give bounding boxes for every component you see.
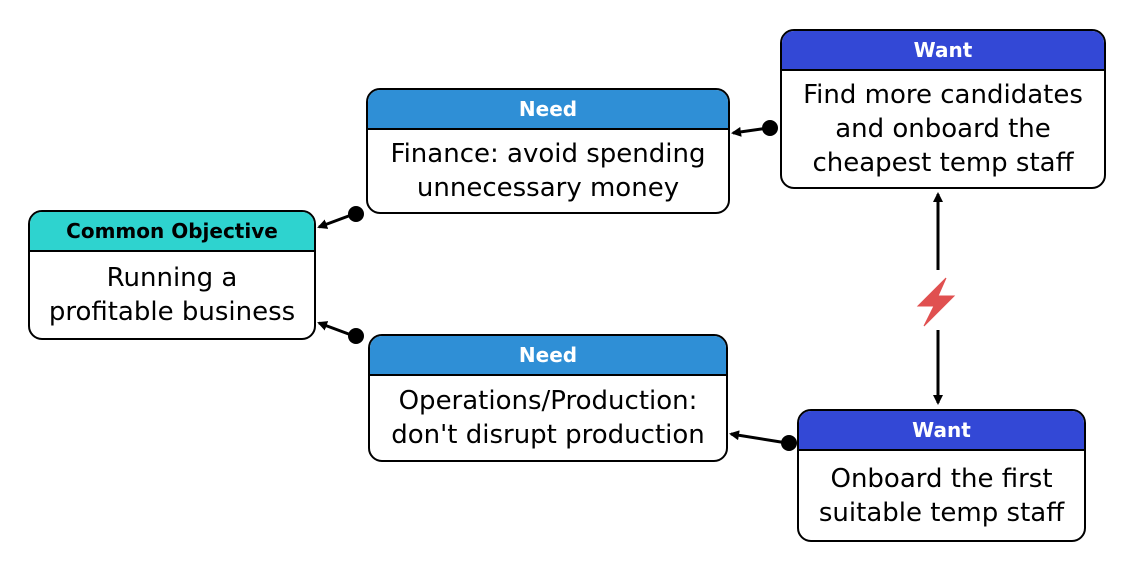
want-cheapest-staff-text: Find more candidates and onboard the che… [803, 80, 1083, 178]
common-objective-text: Running a profitable business [48, 263, 296, 327]
need-header: Need [368, 90, 728, 130]
want-header: Want [782, 31, 1104, 71]
need-operations-box: Need Operations/Production: don't disrup… [368, 334, 728, 462]
want-first-suitable-box: Want Onboard the first suitable temp sta… [797, 409, 1086, 542]
arrow-tail-dot [762, 120, 778, 136]
arrow-finance-to-common [317, 212, 355, 229]
arrow-tail-dot [348, 328, 364, 344]
want-cheapest-staff-box: Want Find more candidates and onboard th… [780, 29, 1106, 189]
arrow-want-bottom-to-ops [729, 430, 788, 445]
arrow-ops-to-common [317, 321, 355, 338]
want-header: Want [799, 411, 1084, 451]
lightning-bolt-icon [916, 277, 956, 327]
common-objective-box: Common Objective Running a profitable bu… [28, 210, 316, 340]
need-finance-text: Finance: avoid spending unnecessary mone… [390, 139, 706, 203]
need-operations-text: Operations/Production: don't disrupt pro… [391, 386, 705, 450]
need-header: Need [370, 336, 726, 376]
arrow-tail-dot [781, 435, 797, 451]
common-objective-header: Common Objective [30, 212, 314, 252]
arrow-tail-dot [348, 206, 364, 222]
want-first-suitable-text: Onboard the first suitable temp staff [818, 463, 1065, 528]
need-finance-box: Need Finance: avoid spending unnecessary… [366, 88, 730, 214]
